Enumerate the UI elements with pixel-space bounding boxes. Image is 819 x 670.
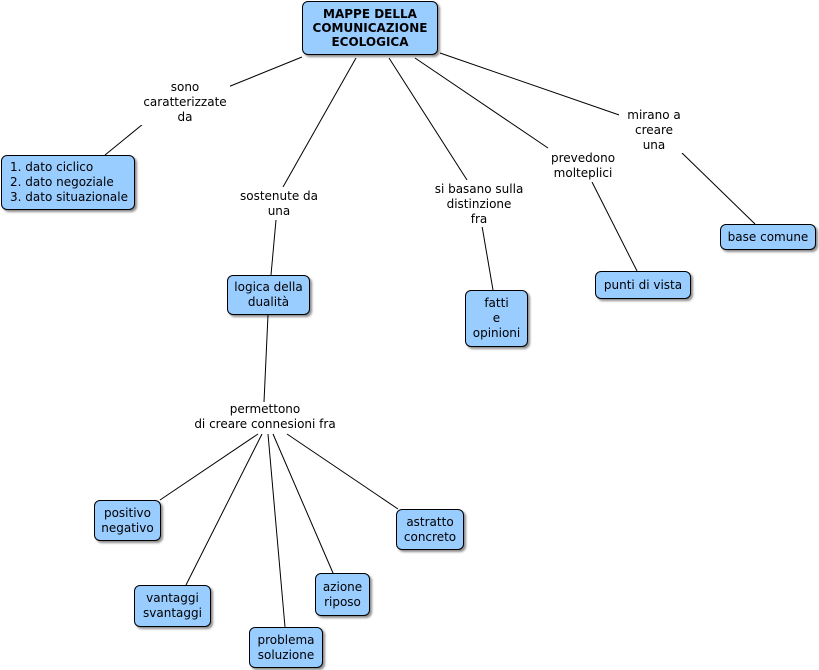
- node-astratto-concreto[interactable]: astratto concreto: [396, 509, 464, 550]
- line-permettono-astratto: [286, 433, 399, 510]
- line-prevedono-punti: [591, 181, 638, 272]
- line-root-sostenute: [282, 57, 357, 188]
- line-root-prevedono: [414, 57, 549, 149]
- node-vantaggi-svantaggi[interactable]: vantaggi svantaggi: [134, 585, 211, 627]
- line-basano-fatti: [481, 225, 494, 291]
- node-fatti-opinioni[interactable]: fatti e opinioni: [465, 290, 528, 347]
- link-label-prevedono: prevedono molteplici: [544, 151, 622, 181]
- line-root-sono: [227, 56, 303, 88]
- link-label-sostenute: sostenute da una: [234, 189, 324, 219]
- node-logica-dualita[interactable]: logica della dualità: [227, 275, 310, 315]
- node-base-comune[interactable]: base comune: [720, 224, 816, 250]
- line-sostenute-logica: [270, 219, 277, 276]
- line-logica-permettono: [263, 314, 269, 403]
- link-label-basano: si basano sulla distinzione fra: [426, 182, 532, 227]
- node-azione-riposo[interactable]: azione riposo: [315, 573, 370, 616]
- line-permettono-positivo: [159, 433, 259, 501]
- line-mirano-base: [680, 151, 756, 225]
- link-label-sono: sono caratterizzate da: [140, 80, 230, 125]
- line-permettono-vantaggi: [185, 433, 263, 586]
- line-permettono-azione: [272, 433, 334, 574]
- node-positivo-negativo[interactable]: positivo negativo: [94, 500, 161, 541]
- link-label-permettono: permettono di creare connesioni fra: [186, 402, 344, 432]
- node-punti-di-vista[interactable]: punti di vista: [595, 271, 691, 299]
- line-root-mirano: [439, 52, 626, 118]
- node-dati[interactable]: 1. dato ciclico 2. dato negoziale 3. dat…: [1, 155, 135, 210]
- link-label-mirano: mirano a creare una: [619, 108, 689, 153]
- line-permettono-problema: [267, 433, 286, 628]
- line-root-basano: [388, 57, 468, 181]
- line-sono-dati: [104, 123, 144, 156]
- node-problema-soluzione[interactable]: problema soluzione: [249, 627, 323, 668]
- root-concept[interactable]: MAPPE DELLA COMUNICAZIONE ECOLOGICA: [302, 1, 438, 55]
